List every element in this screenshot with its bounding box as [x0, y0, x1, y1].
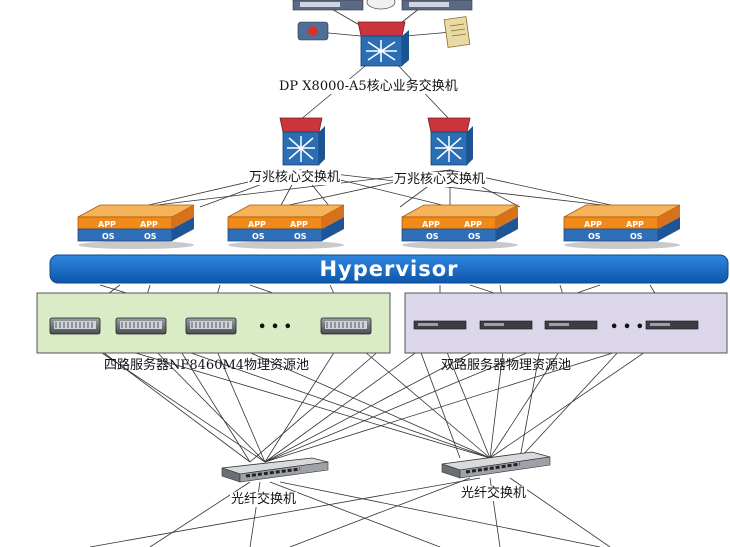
- vm-app-label-right: APP: [140, 220, 158, 229]
- vm-os-side: [172, 217, 194, 241]
- pool-right-ellipsis: • • •: [610, 320, 644, 335]
- vm-os-side: [322, 217, 344, 241]
- fc-switch-right-icon: [441, 451, 551, 479]
- fc-switch-left-icon: [221, 457, 329, 483]
- top-router-icon: [366, 0, 396, 10]
- pool-left-label: 四路服务器NF8460M4物理资源池: [104, 358, 310, 373]
- vm-shadow: [228, 241, 344, 249]
- vm-host-icon-2: APP APP OS OS: [227, 204, 345, 249]
- quad-server-icon-2: [115, 317, 167, 335]
- security-device-icon: [297, 21, 329, 41]
- vm-shadow: [78, 241, 194, 249]
- vm-app-label-left: APP: [248, 220, 266, 229]
- dual-server-icon-1: [413, 320, 467, 330]
- vm-app-side: [322, 205, 344, 229]
- vm-app-label-left: APP: [584, 220, 602, 229]
- top-server-left: [292, 0, 364, 11]
- vm-app-label-right: APP: [626, 220, 644, 229]
- vm-os-label-left: OS: [426, 232, 439, 241]
- dual-server-icon-3: [544, 320, 598, 330]
- fc-switch-right-label: 光纤交换机: [460, 486, 528, 501]
- quad-server-icon-4: [320, 317, 372, 335]
- vm-os-layer: [401, 228, 497, 242]
- hypervisor-bar: [49, 254, 729, 284]
- quad-server-icon-1: [49, 317, 101, 335]
- vm-os-label-right: OS: [144, 232, 157, 241]
- vm-app-side: [658, 205, 680, 229]
- vm-os-label-right: OS: [294, 232, 307, 241]
- dual-server-icon-2: [479, 320, 533, 330]
- vm-app-label-right: APP: [290, 220, 308, 229]
- vm-os-layer: [77, 228, 173, 242]
- pool-left-ellipsis: • • •: [258, 320, 292, 335]
- vm-app-label-right: APP: [464, 220, 482, 229]
- vm-os-layer: [563, 228, 659, 242]
- vm-os-side: [658, 217, 680, 241]
- vm-shadow: [402, 241, 518, 249]
- vm-host-icon-1: APP APP OS OS: [77, 204, 195, 249]
- pool-right-label: 双路服务器物理资源池: [441, 358, 572, 373]
- vm-app-side: [496, 205, 518, 229]
- vm-os-label-right: OS: [630, 232, 643, 241]
- tengig-switch-right-label: 万兆核心交换机: [393, 172, 487, 187]
- hypervisor-label: Hypervisor: [319, 257, 459, 281]
- tengig-switch-right-icon: [427, 117, 473, 166]
- vm-host-icon-4: APP APP OS OS: [563, 204, 681, 249]
- vm-os-label-left: OS: [102, 232, 115, 241]
- vm-os-side: [496, 217, 518, 241]
- vm-shadow: [564, 241, 680, 249]
- fc-switch-left-label: 光纤交换机: [230, 492, 298, 507]
- quad-server-icon-3: [185, 317, 237, 335]
- vm-os-label-left: OS: [252, 232, 265, 241]
- tengig-switch-left-label: 万兆核心交换机: [248, 170, 342, 185]
- dual-server-icon-4: [645, 320, 699, 330]
- vm-os-label-right: OS: [468, 232, 481, 241]
- document-server-icon: [443, 16, 471, 48]
- top-server-right: [401, 0, 473, 11]
- vm-os-label-left: OS: [588, 232, 601, 241]
- core-switch-icon: [357, 21, 409, 67]
- vm-app-label-left: APP: [422, 220, 440, 229]
- vm-app-side: [172, 205, 194, 229]
- core-switch-label: DP X8000-A5核心业务交换机: [278, 79, 459, 94]
- vm-host-icon-3: APP APP OS OS: [401, 204, 519, 249]
- vm-app-label-left: APP: [98, 220, 116, 229]
- tengig-switch-left-icon: [279, 117, 325, 166]
- vm-os-layer: [227, 228, 323, 242]
